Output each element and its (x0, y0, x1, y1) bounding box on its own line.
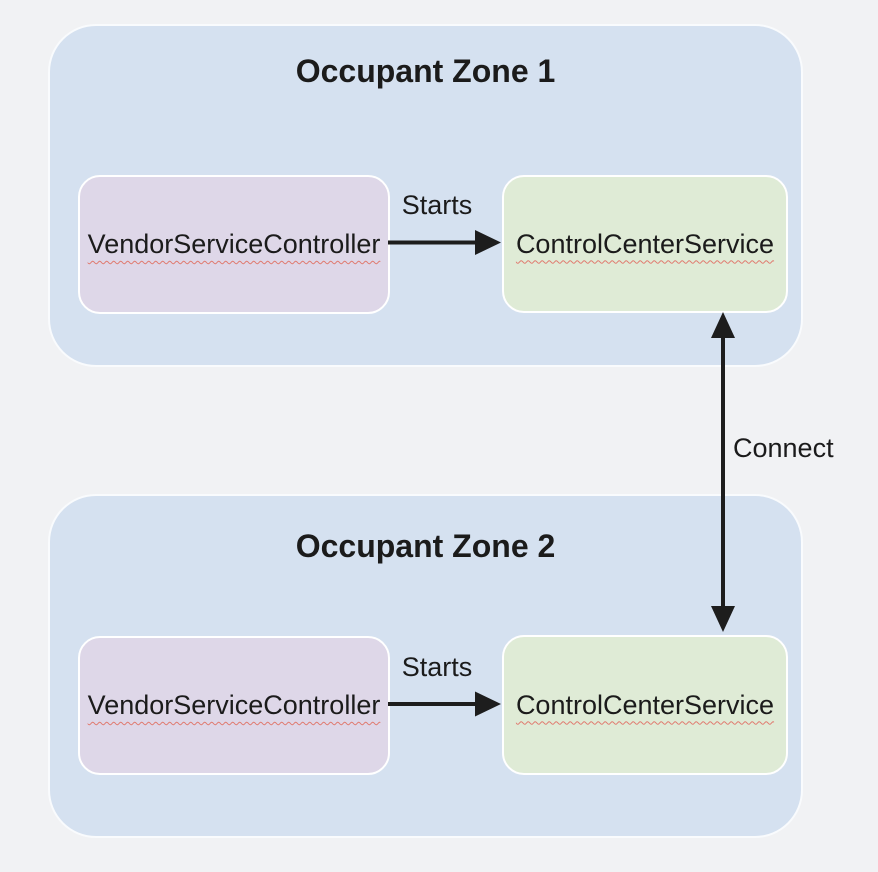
zone-1-control-center-service-node: ControlCenterService (502, 175, 788, 313)
zone-2-control-center-service-node: ControlCenterService (502, 635, 788, 775)
zone-2-control-center-service-label: ControlCenterService (515, 689, 775, 720)
connect-edge-label: Connect (733, 433, 834, 463)
zone-2-starts-edge-label: Starts (401, 652, 473, 682)
occupant-zone-1: Occupant Zone 1 VendorServiceController … (48, 24, 803, 367)
zone-1-vendor-service-controller-node: VendorServiceController (78, 175, 390, 314)
zone-2-vendor-service-controller-node: VendorServiceController (78, 636, 390, 775)
zone-1-control-center-service-label: ControlCenterService (515, 228, 775, 259)
zone-1-vendor-service-controller-label: VendorServiceController (87, 229, 381, 259)
zone-2-vendor-service-controller-label: VendorServiceController (87, 690, 381, 720)
zone-1-title: Occupant Zone 1 (295, 53, 556, 89)
zone-2-title: Occupant Zone 2 (295, 528, 556, 564)
occupant-zone-2: Occupant Zone 2 VendorServiceController … (48, 494, 803, 838)
zone-1-starts-edge-label: Starts (401, 190, 473, 220)
